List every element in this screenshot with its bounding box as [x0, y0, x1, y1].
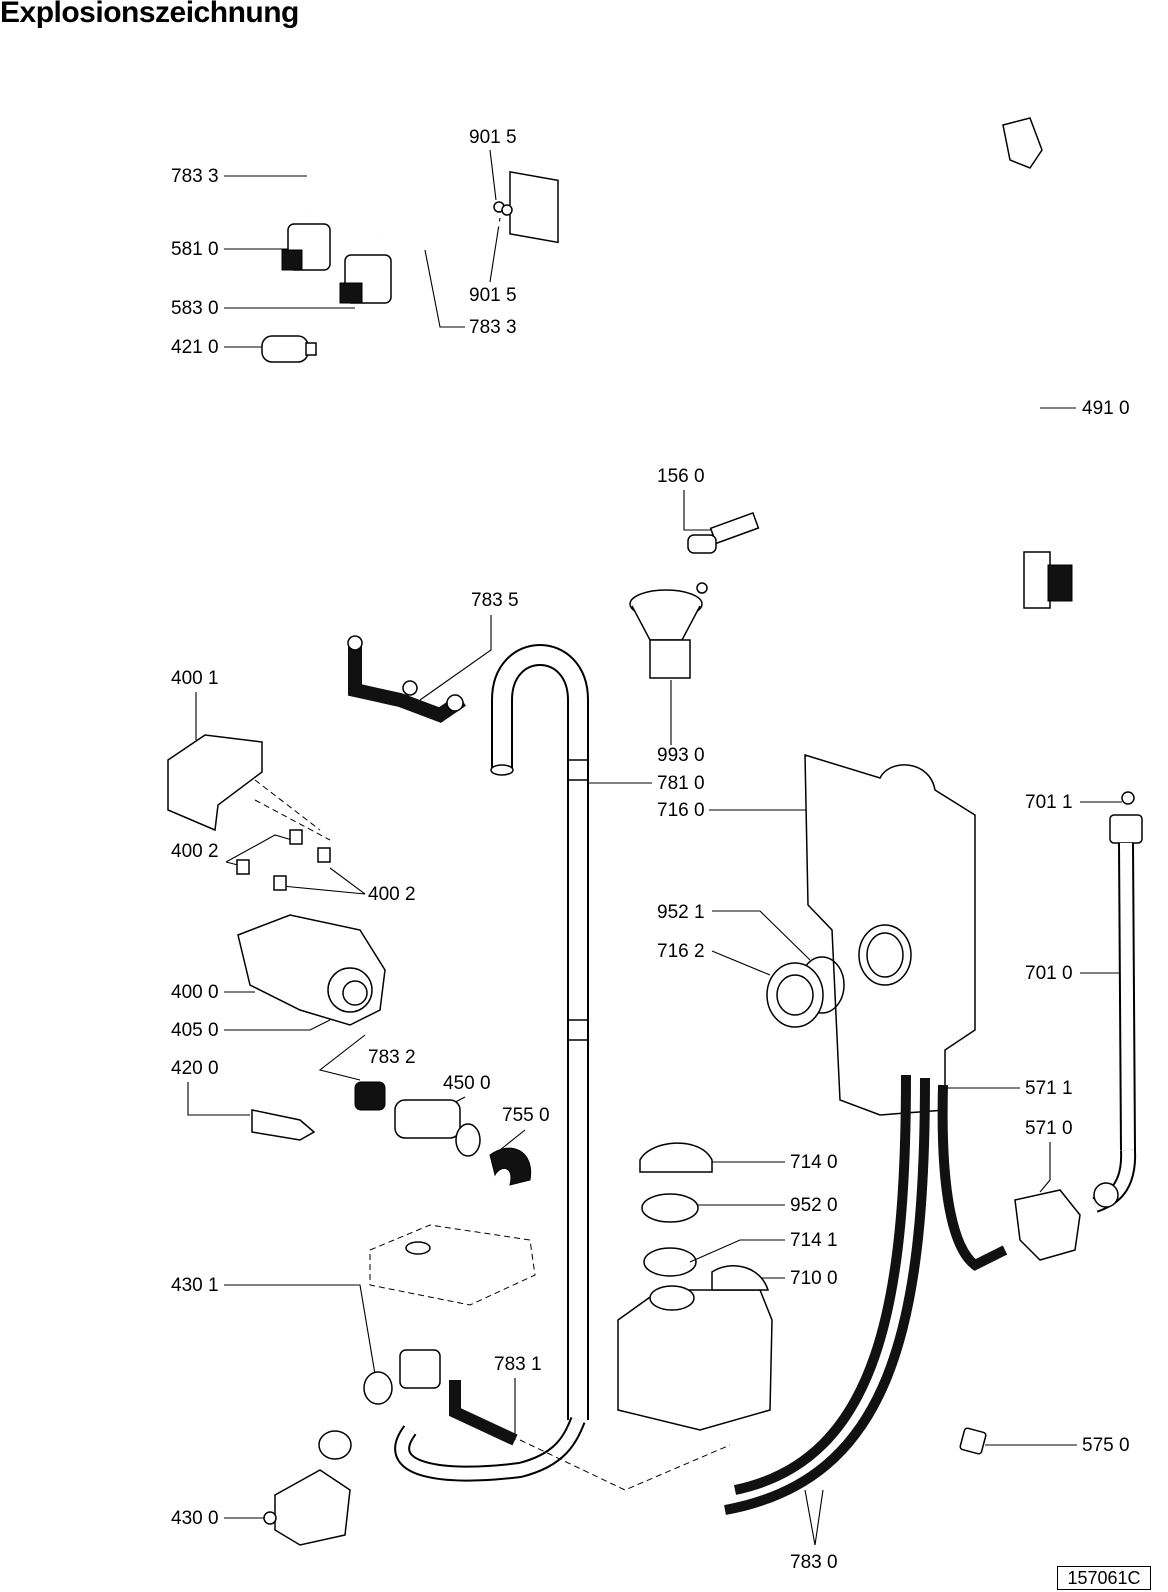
filter-716-2-and-seal-952-1 [766, 956, 845, 1028]
label-783-5: 783 5 [471, 590, 519, 611]
label-491-0: 491 0 [1082, 398, 1130, 419]
label-783-2: 783 2 [368, 1047, 416, 1068]
panel-716-0 [804, 753, 976, 1116]
part-420-0 [251, 1109, 316, 1141]
label-783-3-top: 783 3 [171, 166, 219, 187]
label-952-0: 952 0 [790, 1195, 838, 1216]
label-710-0: 710 0 [790, 1268, 838, 1289]
part-156-0 [687, 511, 760, 554]
label-581-0: 581 0 [171, 239, 219, 260]
label-571-0: 571 0 [1025, 1118, 1073, 1139]
hose-783-5 [347, 635, 466, 723]
label-405-0: 405 0 [171, 1020, 219, 1041]
hose-783-3-and-pressure-switches [261, 144, 559, 363]
label-901-5-top: 901 5 [469, 127, 517, 148]
hose-783-1 [394, 1380, 731, 1491]
label-400-0: 400 0 [171, 982, 219, 1003]
label-583-0: 583 0 [171, 298, 219, 319]
label-783-3-bottom: 783 3 [469, 317, 517, 338]
label-400-2-right: 400 2 [368, 884, 416, 905]
label-716-0: 716 0 [657, 800, 705, 821]
label-901-5-bottom: 901 5 [469, 285, 517, 306]
valves-571 [724, 1074, 1119, 1515]
label-783-0: 783 0 [790, 1552, 838, 1573]
cable-491-0 [1002, 117, 1073, 609]
label-400-2-left: 400 2 [171, 841, 219, 862]
funnel-993-0 [629, 582, 708, 679]
label-420-0: 420 0 [171, 1058, 219, 1079]
part-575-0 [959, 1427, 987, 1455]
label-755-0: 755 0 [502, 1105, 550, 1126]
water-softener-710-0 [617, 1142, 773, 1431]
label-430-0: 430 0 [171, 1508, 219, 1529]
label-701-0: 701 0 [1025, 963, 1073, 984]
inlet-hose-701 [1092, 791, 1143, 1213]
label-716-2: 716 2 [657, 941, 705, 962]
label-714-0: 714 0 [790, 1152, 838, 1173]
label-575-0: 575 0 [1082, 1435, 1130, 1456]
page-title: Explosionszeichnung [0, 0, 299, 29]
label-400-1: 400 1 [171, 668, 219, 689]
label-783-1: 783 1 [494, 1354, 542, 1375]
label-430-1: 430 1 [171, 1275, 219, 1296]
drain-hose-781-0 [490, 644, 589, 1420]
label-781-0: 781 0 [657, 773, 705, 794]
label-156-0: 156 0 [657, 466, 705, 487]
label-993-0: 993 0 [657, 745, 705, 766]
label-571-1: 571 1 [1025, 1078, 1073, 1099]
label-421-0: 421 0 [171, 337, 219, 358]
leader-lines [187, 149, 1130, 1546]
doc-number-box: 157061C [1057, 1566, 1151, 1590]
label-952-1: 952 1 [657, 902, 705, 923]
part-labels: 783 3 901 5 581 0 901 5 583 0 783 3 421 … [171, 127, 1130, 1573]
pump-430-0 [263, 1430, 352, 1546]
label-701-1: 701 1 [1025, 792, 1073, 813]
label-450-0: 450 0 [443, 1073, 491, 1094]
motor-group-400 [167, 734, 386, 1026]
heater-parts-783-2-450-0-755-0 [354, 1081, 532, 1186]
sump-430-1 [363, 1224, 536, 1405]
label-714-1: 714 1 [790, 1230, 838, 1251]
